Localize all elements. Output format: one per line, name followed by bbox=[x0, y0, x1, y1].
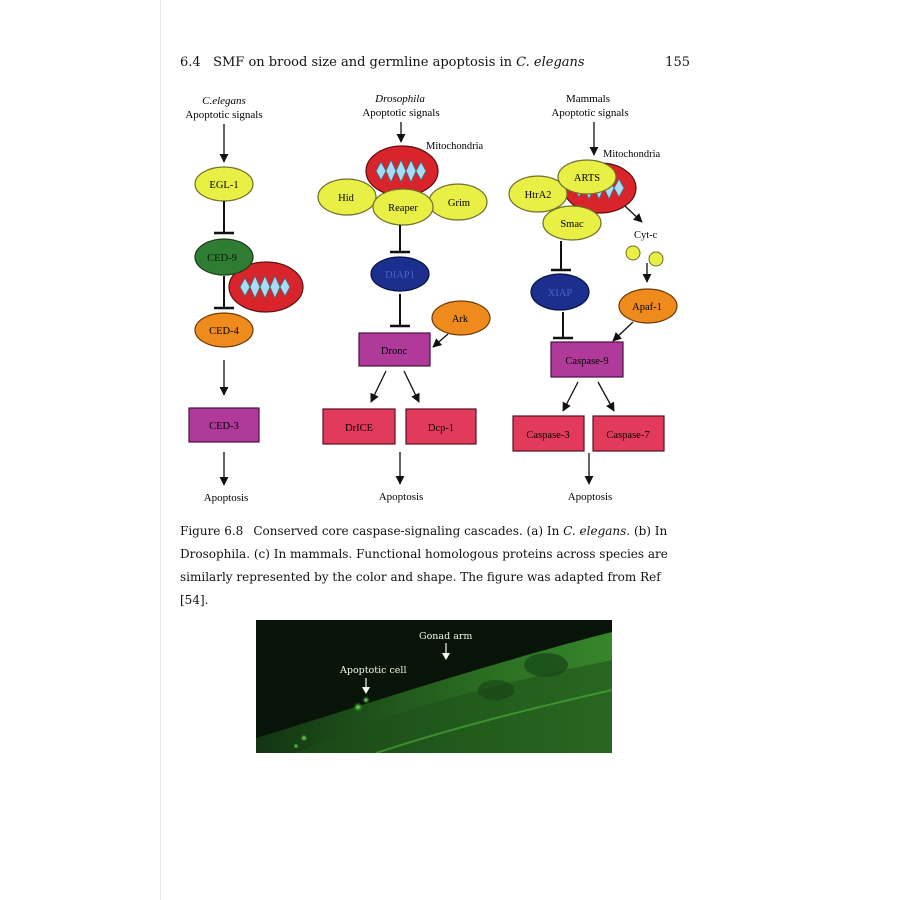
drosophila-apoptosis-label: Apoptosis bbox=[379, 491, 424, 503]
drice-node bbox=[322, 408, 396, 445]
caspase3-node bbox=[512, 415, 585, 452]
caspase-cascade-diagram: C.elegans Apoptotic signals EGL-1 CED-9 … bbox=[185, 93, 678, 504]
celegans-pathway: C.elegans Apoptotic signals EGL-1 CED-9 … bbox=[185, 95, 304, 504]
celegans-species-label: C.elegans bbox=[202, 95, 246, 107]
section-number: 6.4 bbox=[180, 55, 201, 70]
fluorescence-micrograph: Gonad arm Apoptotic cell bbox=[256, 620, 612, 753]
htra2-node bbox=[508, 175, 568, 213]
caspase9-node bbox=[550, 341, 624, 378]
drosophila-pathway: Drosophila Apoptotic signals Mitochondri… bbox=[317, 93, 491, 503]
ark-node bbox=[431, 300, 491, 336]
arrow-dronc-dcp1 bbox=[403, 370, 420, 403]
ced4-node bbox=[194, 312, 254, 348]
mammals-apoptosis-label: Apoptosis bbox=[568, 491, 613, 503]
dcp1-label: Dcp-1 bbox=[428, 423, 454, 434]
ced3-node bbox=[188, 407, 260, 443]
figure-label: Figure 6.8 bbox=[180, 524, 244, 538]
arrow-ark-dronc bbox=[432, 333, 449, 348]
caspase9-label: Caspase-9 bbox=[565, 356, 608, 367]
mammals-mito-label: Mitochondria bbox=[603, 149, 660, 160]
drice-label: DrICE bbox=[345, 423, 373, 434]
drosophila-mitochondrion bbox=[365, 145, 439, 197]
ced9-label: CED-9 bbox=[207, 253, 237, 264]
dronc-label: Dronc bbox=[381, 346, 408, 357]
arrow-caspase9-caspase3 bbox=[562, 381, 579, 412]
reaper-node bbox=[372, 188, 434, 226]
drosophila-mito-label: Mitochondria bbox=[426, 141, 483, 152]
smac-node bbox=[542, 205, 602, 241]
arts-node bbox=[557, 159, 617, 195]
htra2-label: HtrA2 bbox=[525, 190, 552, 201]
caspase7-node bbox=[592, 415, 665, 452]
gonad-arm-label: Gonad arm bbox=[419, 631, 473, 642]
cytc-molecule-1 bbox=[625, 245, 641, 261]
drosophila-species-label: Drosophila bbox=[374, 93, 425, 105]
diap1-node bbox=[370, 256, 430, 292]
mammals-species-label: Mammals bbox=[566, 93, 610, 105]
mammals-pathway: Mammals Apoptotic signals Mitochondria H… bbox=[508, 93, 678, 503]
xiap-node bbox=[530, 273, 590, 311]
section-title: SMF on brood size and germline apoptosis… bbox=[213, 55, 517, 70]
ced4-label: CED-4 bbox=[209, 326, 239, 337]
dronc-node bbox=[358, 332, 431, 367]
drosophila-signals-label: Apoptotic signals bbox=[362, 107, 439, 119]
caspase7-label: Caspase-7 bbox=[606, 430, 649, 441]
section-header: 6.4 SMF on brood size and germline apopt… bbox=[180, 55, 585, 70]
cytc-molecule-2 bbox=[648, 251, 664, 267]
arrow-mito-cytc bbox=[624, 205, 643, 223]
dcp1-node bbox=[405, 408, 477, 445]
apaf1-label: Apaf-1 bbox=[632, 302, 662, 313]
hid-label: Hid bbox=[338, 193, 355, 204]
grim-label: Grim bbox=[448, 198, 470, 209]
ark-label: Ark bbox=[452, 314, 469, 325]
hid-node bbox=[317, 178, 377, 216]
arrow-dronc-drice bbox=[370, 370, 387, 403]
ced3-label: CED-3 bbox=[209, 421, 239, 432]
micrograph-image bbox=[256, 620, 612, 753]
arrow-apaf1-caspase9 bbox=[612, 321, 634, 342]
arts-label: ARTS bbox=[574, 173, 600, 184]
page-edge-shadow bbox=[160, 0, 161, 900]
page-number: 155 bbox=[665, 55, 690, 70]
section-title-species: C. elegans bbox=[516, 55, 585, 70]
diap1-label: DIAP1 bbox=[385, 270, 415, 281]
celegans-mitochondrion bbox=[228, 261, 304, 313]
mammals-signals-label: Apoptotic signals bbox=[551, 107, 628, 119]
caption-text-2: (b) In Drosophila. (c) In mammals. Funct… bbox=[180, 524, 668, 607]
arrow-caspase9-caspase7 bbox=[597, 381, 615, 412]
caspase3-label: Caspase-3 bbox=[526, 430, 569, 441]
ced9-node bbox=[194, 238, 254, 276]
running-header: 6.4 SMF on brood size and germline apopt… bbox=[180, 55, 690, 75]
figure-caption: Figure 6.8 Conserved core caspase-signali… bbox=[180, 520, 690, 612]
caption-text-1: Conserved core caspase-signaling cascade… bbox=[253, 524, 564, 538]
caption-species: C. elegans. bbox=[563, 524, 631, 538]
xiap-label: XIAP bbox=[548, 288, 573, 299]
celegans-apoptosis-label: Apoptosis bbox=[204, 492, 249, 504]
egl1-label: EGL-1 bbox=[209, 180, 238, 191]
apaf1-node bbox=[618, 288, 678, 324]
smac-label: Smac bbox=[560, 219, 584, 230]
apoptotic-cell-label: Apoptotic cell bbox=[340, 665, 407, 676]
reaper-label: Reaper bbox=[388, 203, 418, 214]
cytc-label: Cyt-c bbox=[634, 230, 658, 241]
celegans-signals-label: Apoptotic signals bbox=[185, 109, 262, 121]
